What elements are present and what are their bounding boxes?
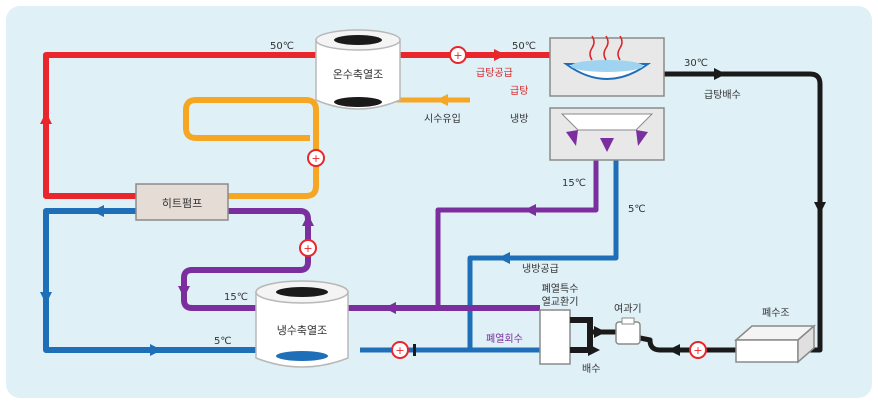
warm-loop-pipe: [183, 97, 319, 199]
heat-pump-label: 히트펌프: [162, 196, 202, 210]
cold-flow-arrow-right: [150, 344, 162, 356]
purple-flow-arrow-left: [384, 302, 396, 314]
cold-pump-plus: +: [395, 344, 404, 357]
hot-pump-icon: [449, 46, 467, 64]
hot-drain-label: 급탕배수: [704, 89, 741, 101]
temp-cool-supply-label: 5℃: [628, 204, 646, 215]
temp-hot-right: 50℃: [512, 41, 536, 52]
drain-pipe: [664, 71, 823, 353]
cold-flow-arrow-down: [40, 292, 52, 304]
hot-flow-arrow-right: [494, 49, 506, 61]
cool-return-pipe: [435, 160, 599, 308]
waste-recovery-label: 폐열회수: [486, 333, 523, 345]
purple-flow-arrow-up: [302, 214, 314, 226]
cold-valve: [413, 344, 416, 356]
cold-flow-arrow-left: [92, 205, 104, 217]
heat-exchanger-label-2: 열교환기: [542, 296, 579, 308]
tap-water-arrow: [436, 94, 448, 106]
drain-pump-icon: [689, 341, 707, 359]
temp-drain-label: 30℃: [684, 58, 708, 69]
purple-pump-icon: [299, 239, 317, 257]
hot-tank-label: 온수축열조: [333, 68, 384, 81]
cold-water-tank: 냉수축열조: [255, 280, 349, 368]
warm-pump-icon: [307, 149, 325, 167]
discharge-label: 배수: [582, 363, 600, 375]
filter-arrow-left: [668, 344, 680, 356]
waste-heat-exchanger: [539, 309, 606, 365]
cold-pump-icon: [391, 341, 409, 359]
hot-water-bath: [549, 35, 665, 97]
heat-pump-unit: 히트펌프: [135, 183, 229, 221]
cold-supply-pipe: [360, 160, 619, 353]
cooling-unit: [549, 107, 665, 161]
waste-tank-label: 폐수조: [762, 307, 790, 319]
cold-supply-arrow: [498, 252, 510, 264]
purple-loop-pipe: [181, 208, 540, 311]
hot-loop-pipe: [43, 52, 550, 199]
cooling-label: 냉방: [510, 113, 528, 125]
temp-hot-left: 50℃: [270, 41, 294, 52]
tap-water-label: 시수유입: [424, 112, 461, 125]
diagram-background: [6, 6, 872, 398]
filter-label: 여과기: [614, 303, 642, 315]
drain-pump-plus: +: [693, 344, 702, 357]
hot-pump-plus: +: [453, 49, 462, 62]
purple-pump-plus: +: [303, 242, 312, 255]
filter-unit: [615, 317, 641, 345]
hot-water-tank: 온수축열조: [315, 29, 401, 110]
drain-arrow-right: [714, 68, 726, 80]
purple-flow-arrow-down: [178, 286, 190, 298]
heat-exchanger-label-1: 폐열특수: [542, 283, 579, 295]
waste-water-tank: [734, 324, 816, 364]
cold-loop-pipe: [43, 208, 280, 353]
hot-water-label: 급탕: [510, 85, 528, 97]
hot-supply-label: 급탕공급: [476, 67, 513, 79]
cool-return-arrow: [524, 204, 536, 216]
temp-cool-return-label: 15℃: [562, 178, 586, 189]
temp-cold-purple-label: 15℃: [224, 292, 248, 303]
hot-flow-arrow-up: [40, 112, 52, 124]
drain-arrow-down: [814, 202, 826, 214]
warm-pump-plus: +: [311, 152, 320, 165]
temp-cold-blue-label: 5℃: [214, 336, 232, 347]
cold-tank-label: 냉수축열조: [277, 324, 328, 337]
cool-supply-label: 냉방공급: [522, 263, 559, 275]
